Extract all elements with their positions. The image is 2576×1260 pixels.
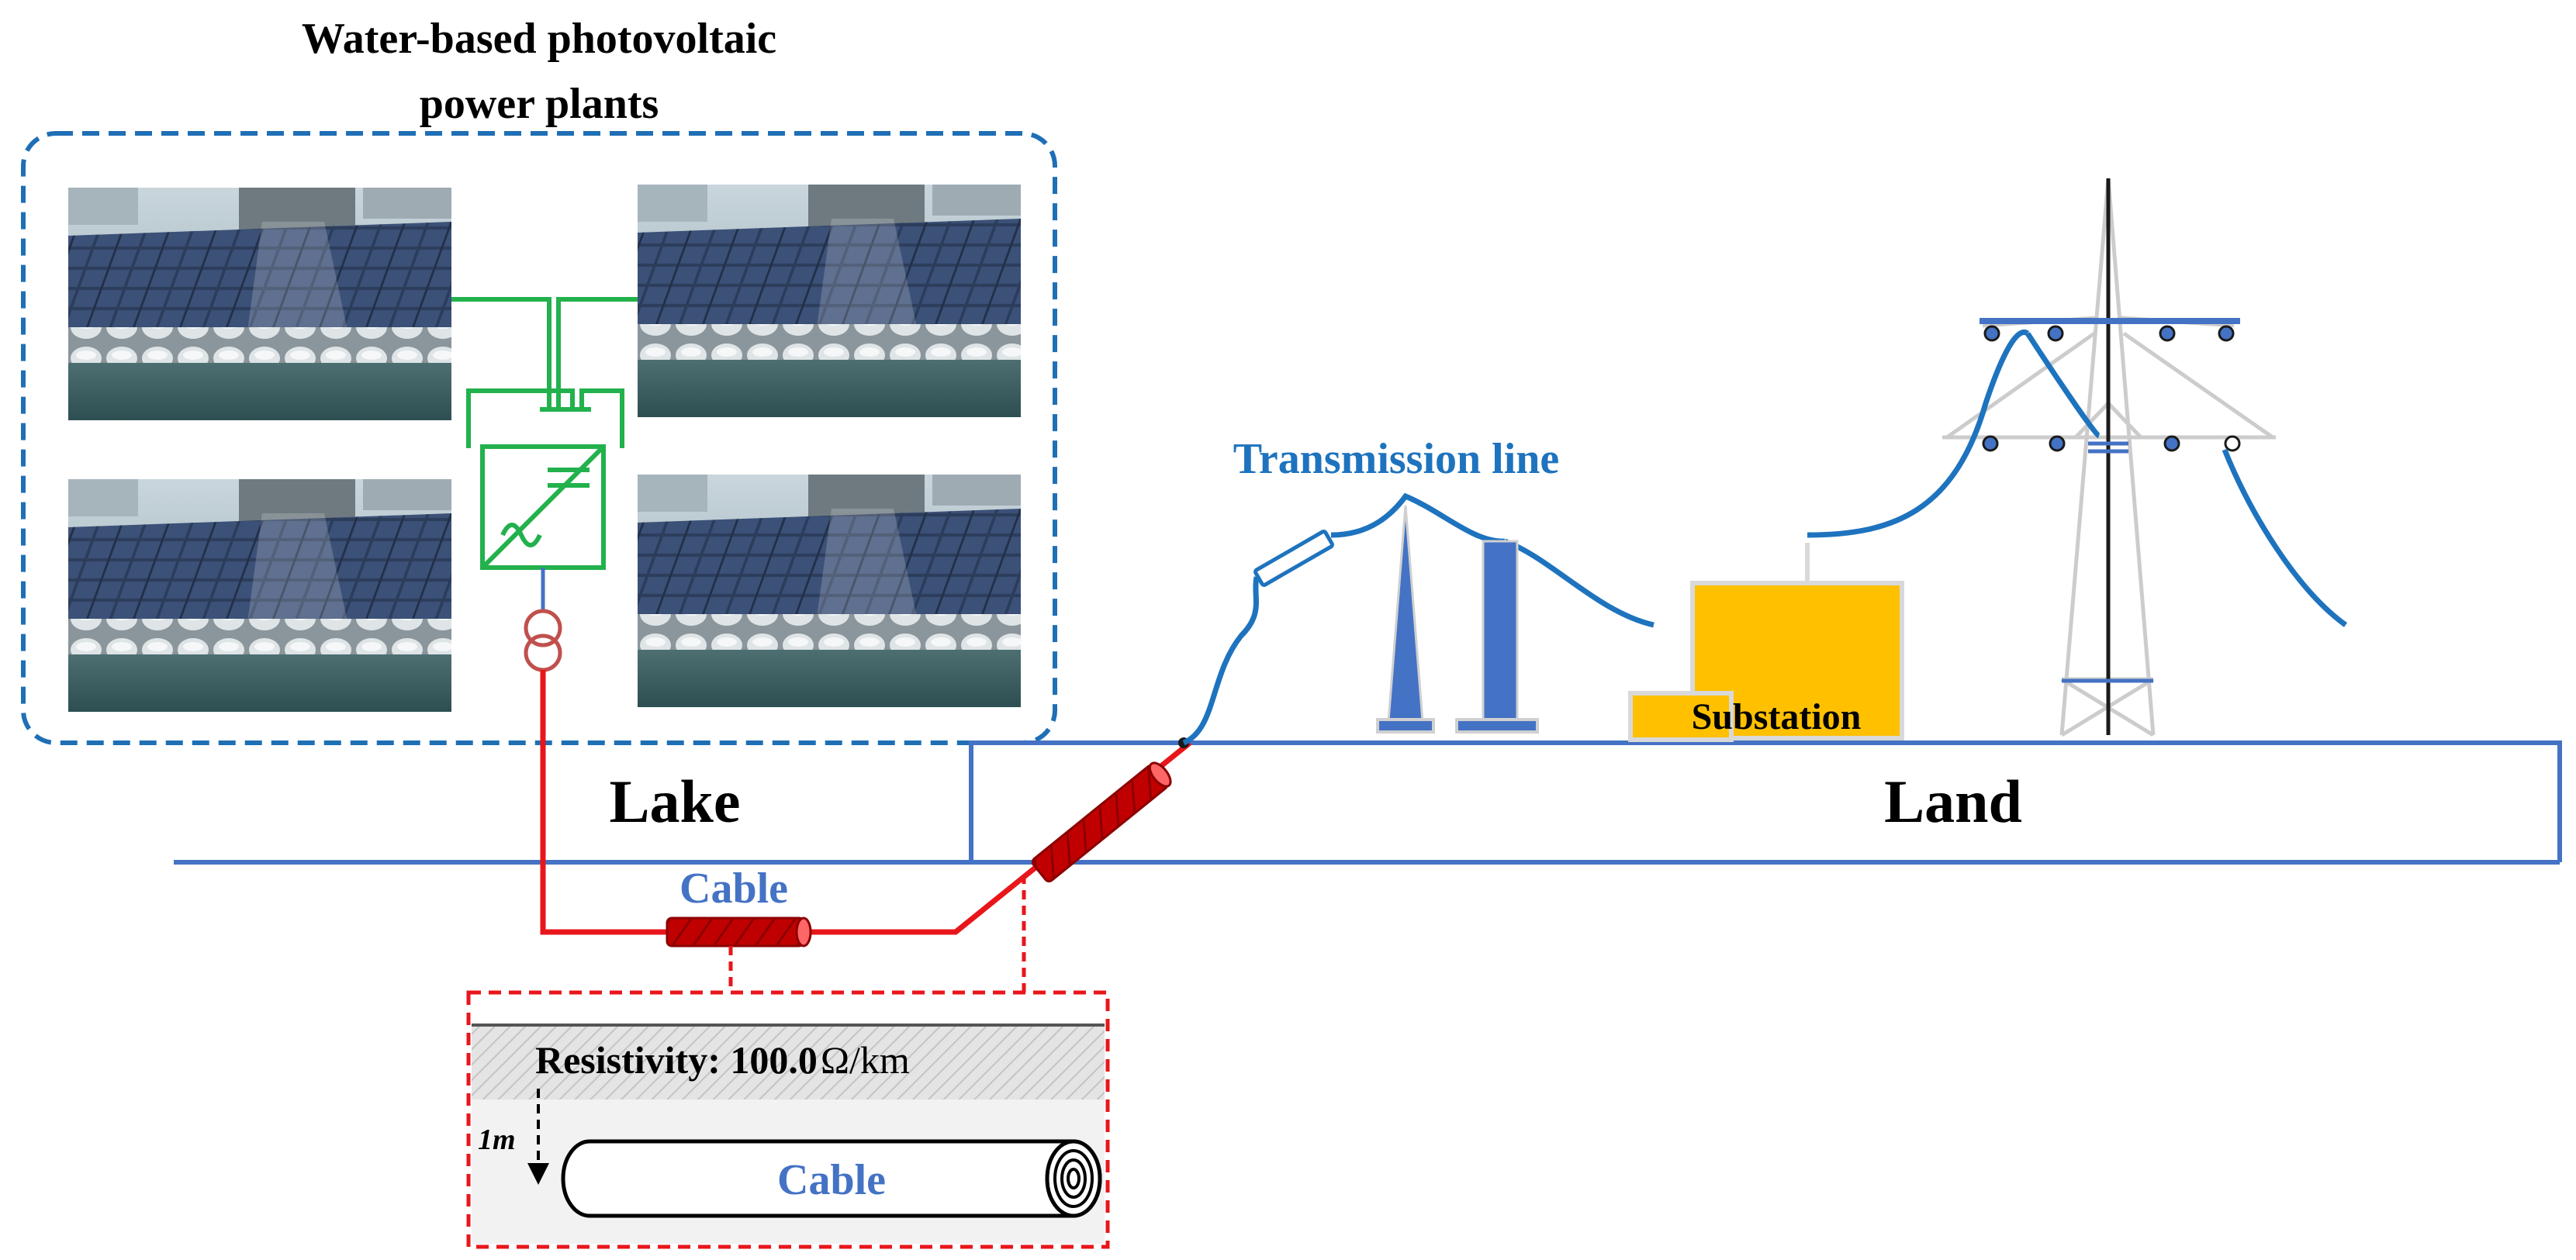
transformer-icon — [524, 609, 562, 672]
lattice-pylon-icon — [1807, 178, 2348, 737]
transmission-line-span-2 — [1503, 538, 1655, 628]
transmission-line-span-1 — [1330, 492, 1506, 544]
cable-detail-label: Cable — [777, 1156, 886, 1204]
resistivity-label: Resistivity: 100.0Ω/km — [535, 1038, 910, 1082]
pv-collector-wiring — [451, 297, 638, 448]
depth-label: 1m — [478, 1124, 516, 1156]
transmission-line-lake-span — [1182, 576, 1260, 746]
pv-plants-title-line1: Water-based photovoltaic — [302, 15, 776, 63]
land-outline — [969, 740, 2562, 862]
cable-segment-diagonal — [1031, 761, 1172, 882]
pylon-line-outgoing — [2222, 448, 2348, 627]
cable-detail-box: Resistivity: 100.0Ω/km 1m Cable — [466, 990, 1110, 1249]
dc-ac-inverter-icon — [480, 444, 606, 570]
pv-photo-bottom-right — [638, 475, 1021, 707]
substation: Substation — [1628, 543, 1904, 742]
cable-label: Cable — [679, 865, 788, 913]
pylon-line-drop — [2025, 332, 2101, 439]
cable-cylinder-icon — [561, 1139, 1102, 1218]
pylon-insulators — [1982, 325, 2241, 452]
terrain: Lake Land — [174, 740, 2562, 865]
pv-photo-bottom-left — [68, 479, 451, 712]
cable-segment-horizontal — [666, 917, 812, 948]
power-cable-route: Cable — [540, 670, 1192, 992]
cable-termination — [1253, 530, 1334, 587]
pylon-line-to-substation — [1807, 330, 2030, 538]
land-label: Land — [1884, 768, 2022, 835]
pv-plants-boundary — [21, 131, 1057, 745]
pv-plants-title-line2: power plants — [420, 80, 659, 128]
substation-label: Substation — [1692, 696, 1862, 737]
transmission-section: Transmission line — [1182, 435, 1655, 746]
tower-2-icon — [1455, 540, 1539, 734]
tower-1-icon — [1376, 505, 1435, 734]
transmission-line-label: Transmission line — [1233, 435, 1560, 483]
pv-plant-group: Water-based photovoltaic power plants — [21, 15, 1057, 745]
depth-arrow-head — [527, 1163, 549, 1185]
pv-photo-top-right — [638, 185, 1021, 417]
lake-label: Lake — [609, 768, 740, 835]
pv-photo-top-left — [68, 188, 451, 420]
substation-annex — [1628, 691, 1734, 742]
